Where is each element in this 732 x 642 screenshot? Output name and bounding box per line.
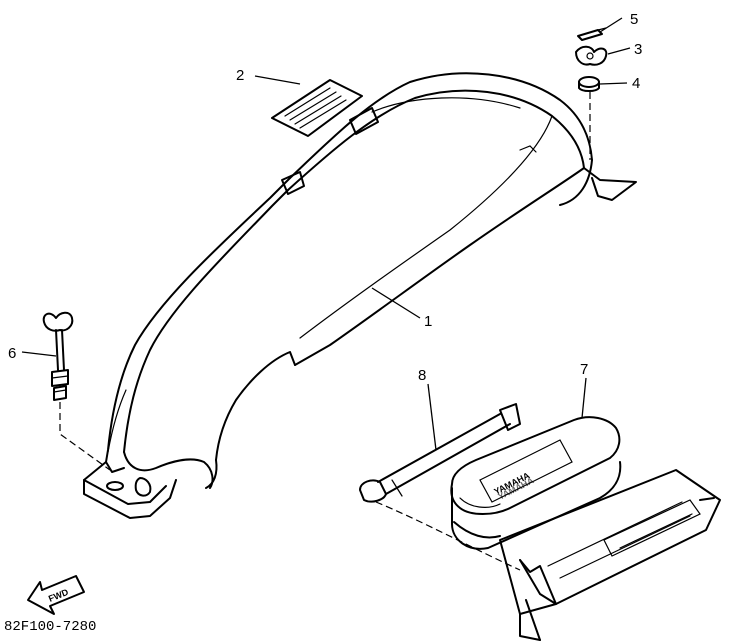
fwd-arrow: FWD xyxy=(27,575,85,615)
callout-2: 2 xyxy=(236,67,244,84)
alignment-line-bolt xyxy=(59,402,111,471)
callout-6: 6 xyxy=(8,345,16,362)
grommet-part xyxy=(578,76,600,92)
fuel-tank-part: YAMAHA YAMAHA xyxy=(450,416,622,550)
callout-4: 4 xyxy=(632,75,640,92)
fender-frame xyxy=(83,72,637,519)
fwd-arrow-label: FWD xyxy=(47,587,70,604)
callout-3: 3 xyxy=(634,41,642,58)
pin-part xyxy=(577,27,607,41)
tank-tray xyxy=(499,469,721,641)
callout-1: 1 xyxy=(424,313,432,330)
bolt-part xyxy=(42,311,74,401)
strap-part xyxy=(359,403,521,503)
decal-label xyxy=(271,79,363,137)
drawing-number: 82F100-7280 xyxy=(4,619,96,635)
callout-5: 5 xyxy=(630,11,638,28)
leader-lines xyxy=(21,17,631,451)
callout-7: 7 xyxy=(580,361,588,378)
wing-nut-part xyxy=(575,45,608,66)
callout-8: 8 xyxy=(418,367,426,384)
